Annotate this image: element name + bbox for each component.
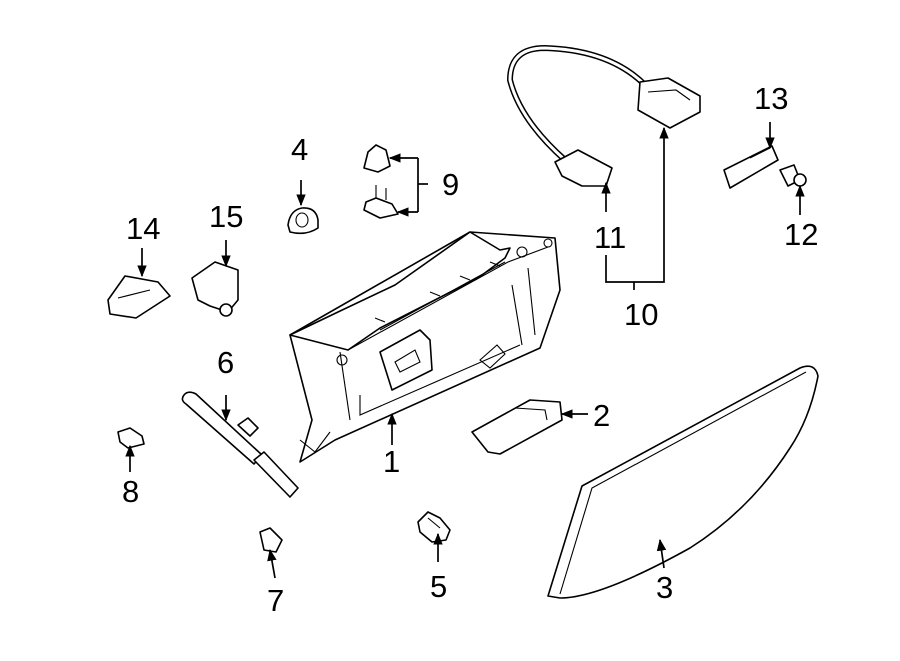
callout-15: 15 bbox=[209, 199, 243, 234]
callout-1: 1 bbox=[383, 444, 400, 479]
callout-7: 7 bbox=[267, 583, 284, 618]
damper bbox=[181, 391, 299, 498]
callout-14: 14 bbox=[126, 211, 160, 246]
leader-lines bbox=[125, 122, 805, 579]
callout-12: 12 bbox=[784, 217, 818, 252]
callout-10: 10 bbox=[624, 297, 658, 332]
callout-2: 2 bbox=[593, 398, 610, 433]
lamp-bezel bbox=[723, 145, 779, 189]
callout-11: 11 bbox=[594, 220, 626, 255]
callout-8: 8 bbox=[122, 474, 139, 509]
bracket bbox=[191, 261, 239, 317]
callout-4: 4 bbox=[291, 132, 308, 167]
glove-box-door bbox=[547, 365, 819, 599]
callout-labels: 1 2 3 4 5 6 7 8 9 10 11 12 13 14 15 bbox=[122, 81, 818, 618]
callout-5: 5 bbox=[430, 569, 447, 604]
clip-8 bbox=[117, 427, 145, 449]
lock-cable-assembly bbox=[506, 44, 701, 187]
bumper bbox=[287, 207, 319, 235]
screw bbox=[779, 164, 807, 187]
stopper-pair bbox=[363, 144, 399, 219]
clip-5 bbox=[417, 511, 451, 543]
insert bbox=[471, 399, 563, 455]
callout-3: 3 bbox=[656, 570, 673, 605]
callout-13: 13 bbox=[754, 81, 788, 116]
glove-box-bin bbox=[289, 231, 561, 463]
striker bbox=[107, 275, 171, 319]
callout-6: 6 bbox=[217, 345, 234, 380]
clip-7 bbox=[259, 527, 283, 553]
callout-9: 9 bbox=[442, 167, 459, 202]
